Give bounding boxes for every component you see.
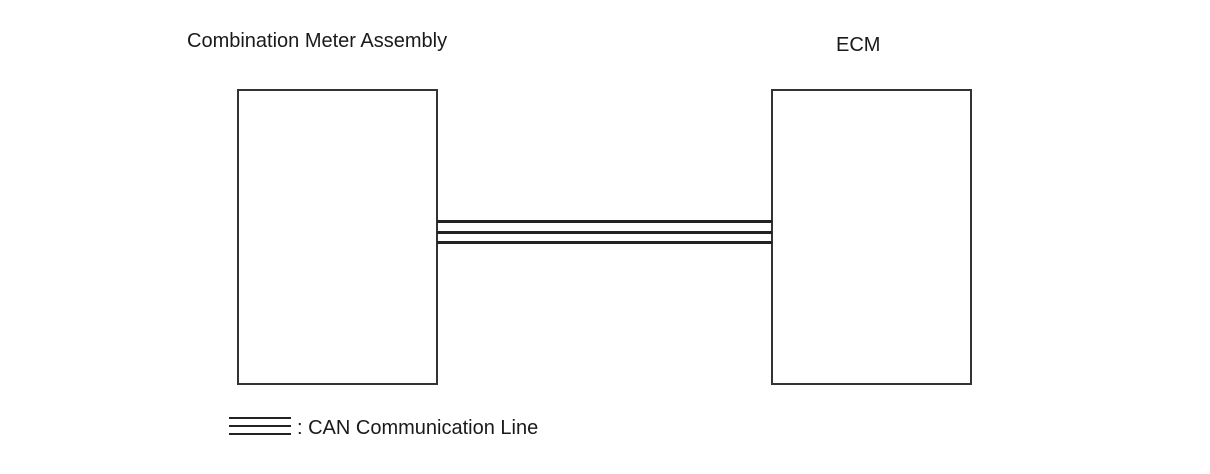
can-bus-wire-2 [437, 231, 772, 234]
can-bus-connection [437, 220, 772, 245]
ecm-label: ECM [836, 34, 881, 56]
legend-text: : CAN Communication Line [297, 417, 539, 439]
can-bus-wire-1 [437, 220, 772, 223]
can-bus-wire-3 [437, 241, 772, 244]
can-line-legend-symbol [229, 415, 291, 441]
combination-meter-box [237, 89, 438, 385]
ecm-box [771, 89, 972, 385]
combination-meter-label: Combination Meter Assembly [187, 30, 448, 52]
